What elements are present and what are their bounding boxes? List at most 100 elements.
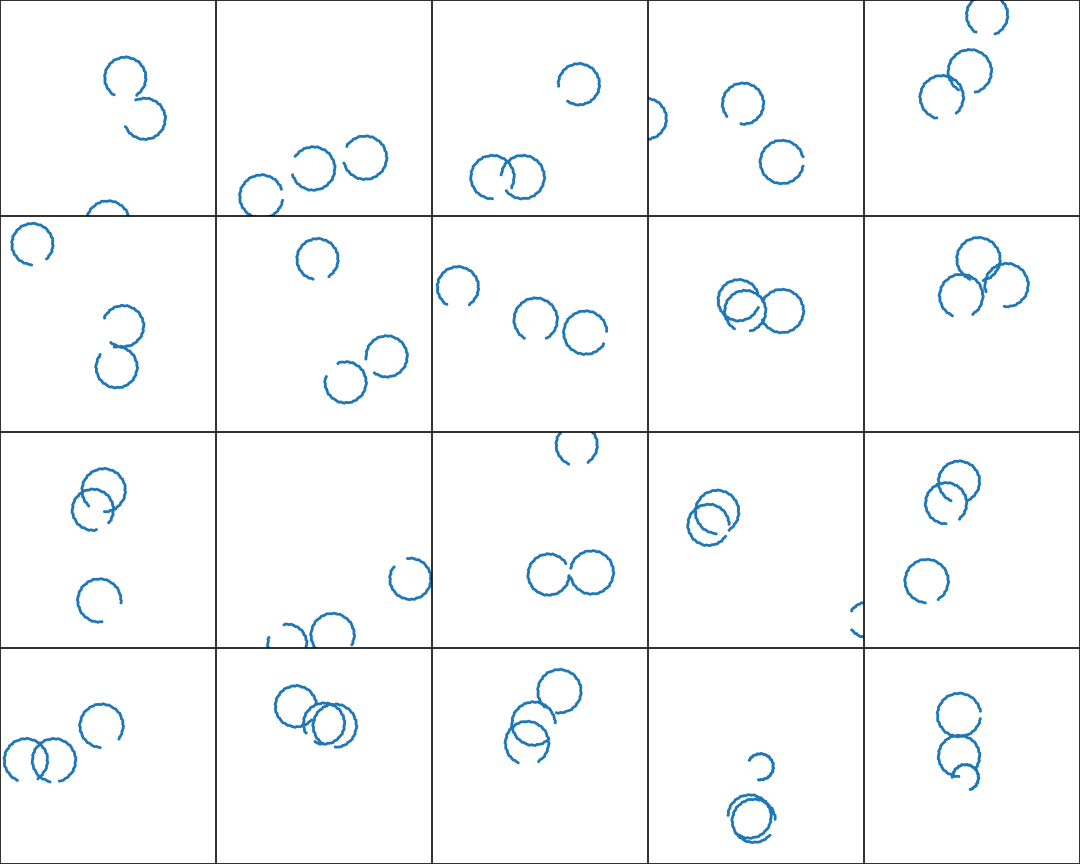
scatter-point: [635, 99, 638, 102]
scatter-point: [947, 579, 951, 584]
scatter-point: [878, 607, 881, 610]
scatter-point: [978, 721, 982, 725]
scatter-point: [635, 135, 638, 138]
scatter-point: [543, 176, 547, 180]
scatter-point: [128, 219, 131, 222]
scatter-point: [353, 633, 357, 638]
scatter-point: [638, 136, 641, 139]
scatter-point: [294, 660, 297, 663]
scatter-point: [555, 319, 559, 323]
panel-points: [70, 466, 128, 624]
scatter-point: [144, 78, 148, 82]
scatter-point: [85, 222, 88, 225]
panel-r1-c4: [629, 0, 864, 216]
panel-frame: [864, 0, 1080, 216]
panel-r1-c5: [864, 0, 1080, 216]
scatter-point: [269, 651, 272, 654]
scatter-point: [768, 833, 772, 837]
scatter-point: [571, 423, 574, 426]
scatter-point: [406, 556, 410, 561]
scatter-point: [880, 626, 883, 629]
scatter-point: [981, 294, 985, 298]
scatter-point: [128, 221, 131, 224]
scatter-point: [865, 635, 868, 638]
scatter-point: [569, 424, 572, 427]
scatter-point: [879, 627, 882, 630]
scatter-point: [257, 217, 260, 220]
panel-points: [503, 667, 583, 765]
scatter-point: [277, 659, 280, 662]
panel-r4-c2: [216, 648, 432, 864]
scatter-point: [287, 662, 290, 665]
scatter-point: [978, 717, 982, 721]
scatter-point: [86, 228, 89, 231]
scatter-point: [73, 759, 77, 764]
scatter-point: [111, 509, 115, 513]
scatter-point: [949, 499, 953, 503]
scatter-point: [87, 230, 90, 233]
scatter-point: [760, 152, 764, 156]
scatter-point: [581, 424, 584, 427]
panel-frame: [216, 432, 432, 648]
scatter-point: [15, 778, 19, 782]
scatter-point: [629, 131, 632, 134]
scatter-point: [580, 424, 583, 427]
scatter-point: [569, 566, 573, 570]
scatter-point: [128, 223, 131, 226]
scatter-point: [123, 490, 128, 494]
scatter-point: [881, 613, 884, 616]
scatter-point: [630, 102, 633, 105]
scatter-point: [923, 601, 927, 605]
panel-frame: [648, 0, 864, 216]
scatter-point: [301, 654, 304, 657]
scatter-point: [94, 238, 97, 241]
scatter-point: [863, 636, 864, 639]
scatter-point: [737, 512, 741, 516]
panel-points: [903, 459, 982, 605]
scatter-point: [643, 97, 646, 100]
scatter-point: [299, 657, 302, 660]
panel-points: [629, 81, 805, 186]
scatter-point: [268, 650, 271, 653]
scatter-point: [589, 428, 592, 431]
scatter-point: [92, 238, 95, 241]
scatter-point: [574, 423, 577, 426]
scatter-point: [281, 198, 285, 202]
scatter-point: [944, 522, 948, 526]
scatter-point: [94, 528, 98, 532]
scatter-point: [85, 226, 88, 229]
scatter-point: [578, 423, 581, 426]
scatter-point: [99, 242, 102, 245]
scatter-point: [273, 656, 276, 659]
scatter-point: [874, 604, 877, 607]
scatter-point: [964, 502, 968, 506]
scatter-point: [88, 232, 91, 235]
scatter-point: [500, 167, 504, 171]
scatter-point: [121, 724, 126, 728]
panel-points: [937, 235, 1030, 318]
scatter-point: [879, 629, 882, 632]
scatter-point: [127, 227, 130, 230]
scatter-point: [289, 661, 292, 664]
panel-r3-c4: [648, 432, 884, 648]
scatter-point: [588, 427, 591, 430]
scatter-point: [640, 137, 643, 140]
scatter-point: [629, 104, 632, 107]
scatter-point: [876, 605, 879, 608]
scatter-point: [956, 88, 960, 92]
panel-frame: [216, 0, 432, 216]
scatter-point: [881, 625, 884, 628]
scatter-point: [939, 286, 943, 290]
scatter-point: [962, 96, 966, 100]
scatter-point: [126, 231, 129, 234]
scatter-point: [163, 118, 167, 122]
panel-r3-c3: [432, 423, 648, 648]
panel-points: [266, 556, 432, 665]
panel-r3-c2: [216, 432, 432, 665]
scatter-point: [127, 229, 130, 232]
scatter-point: [119, 599, 123, 603]
scatter-point: [871, 634, 874, 637]
scatter-point: [512, 176, 516, 180]
scatter-point: [304, 731, 308, 735]
scatter-point: [874, 633, 877, 636]
